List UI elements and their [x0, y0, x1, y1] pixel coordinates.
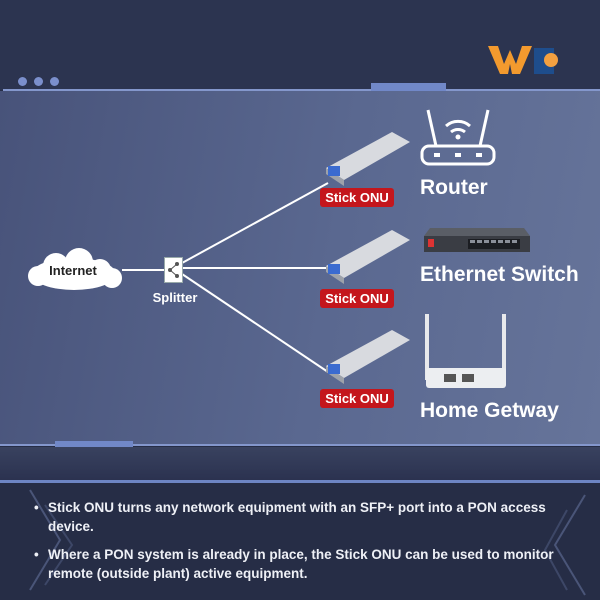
divider — [0, 480, 600, 483]
cloud-icon — [28, 248, 122, 290]
separator-band — [0, 447, 600, 480]
sfp-module-icon — [326, 230, 410, 284]
sfp-module-icon — [326, 132, 410, 186]
header-band — [0, 0, 600, 90]
fiber-line — [181, 273, 329, 373]
device-label-ethernet-switch: Ethernet Switch — [420, 263, 579, 286]
router-icon — [420, 109, 496, 166]
internet-label: Internet — [49, 263, 97, 278]
splitter-icon — [164, 257, 183, 283]
window-dot — [34, 77, 43, 86]
stick-onu-badge: Stick ONU — [320, 188, 394, 207]
logo — [488, 42, 563, 78]
tab-indicator — [55, 441, 133, 447]
feature-bullet: Where a PON system is already in place, … — [34, 545, 564, 583]
feature-bullet: Stick ONU turns any network equipment wi… — [34, 498, 564, 536]
divider — [3, 89, 600, 91]
stick-onu-badge: Stick ONU — [320, 289, 394, 308]
home-gateway-icon — [425, 314, 506, 388]
sfp-module-icon — [326, 330, 410, 384]
tab-indicator — [371, 83, 446, 91]
divider — [0, 444, 600, 446]
device-label-home-gateway: Home Getway — [420, 399, 559, 422]
window-dot — [50, 77, 59, 86]
internet-cloud: Internet — [24, 248, 124, 294]
window-dot — [18, 77, 27, 86]
fiber-line — [181, 182, 329, 264]
connection-lines — [122, 182, 329, 373]
logo-mark-icon — [488, 46, 558, 74]
stick-onu-badge: Stick ONU — [320, 389, 394, 408]
device-label-router: Router — [420, 176, 488, 199]
feature-list: Stick ONU turns any network equipment wi… — [34, 498, 564, 592]
splitter-label: Splitter — [152, 290, 198, 305]
ethernet-switch-icon — [424, 228, 530, 252]
